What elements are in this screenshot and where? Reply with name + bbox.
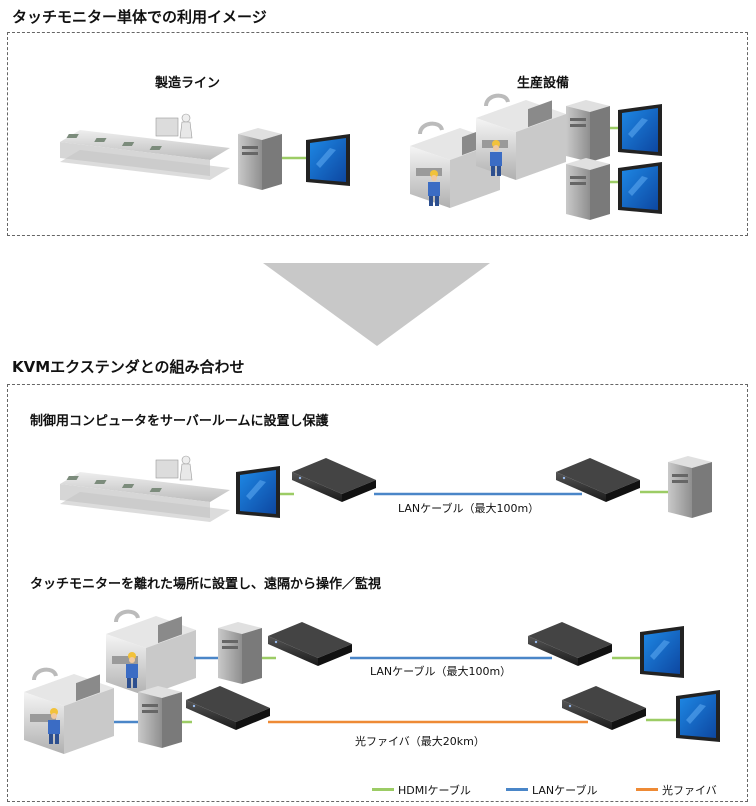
industrial-machine-icon bbox=[474, 93, 568, 182]
kvm-extender-icon bbox=[556, 458, 640, 502]
touch-monitor-icon bbox=[306, 134, 350, 186]
industrial-machine-icon bbox=[104, 609, 198, 698]
kvm-extender-icon bbox=[186, 686, 270, 730]
legend-hdmi-swatch bbox=[372, 788, 394, 791]
conveyor-line-icon bbox=[59, 113, 231, 181]
label-remote-monitoring: タッチモニターを離れた場所に設置し、遠隔から操作／監視 bbox=[30, 577, 382, 592]
touch-monitor-icon bbox=[676, 690, 720, 742]
kvm-extender-icon bbox=[268, 622, 352, 666]
pc-tower-icon bbox=[218, 622, 262, 684]
touch-monitor-icon bbox=[618, 162, 662, 214]
section-title-standalone: タッチモニター単体での利用イメージ bbox=[12, 8, 267, 26]
label-production-line: 製造ライン bbox=[155, 76, 221, 91]
legend-fiber-swatch bbox=[636, 788, 658, 791]
pc-tower-icon bbox=[138, 686, 182, 748]
kvm-extender-icon bbox=[528, 622, 612, 666]
kvm-frame bbox=[7, 384, 748, 802]
cable-label-lan-row1: LANケーブル（最大100m） bbox=[398, 502, 540, 515]
kvm-extender-icon bbox=[292, 458, 376, 502]
legend-hdmi-label: HDMIケーブル bbox=[398, 784, 471, 797]
conveyor-line-icon bbox=[59, 455, 231, 523]
label-production-equipment: 生産設備 bbox=[517, 76, 570, 91]
down-arrow-icon bbox=[263, 263, 490, 346]
pc-tower-icon bbox=[566, 158, 610, 220]
kvm-extender-icon bbox=[562, 686, 646, 730]
section-title-kvm: KVMエクステンダとの組み合わせ bbox=[12, 358, 245, 376]
cable-label-fiber-row2: 光ファイバ（最大20km） bbox=[355, 735, 485, 748]
pc-tower-icon bbox=[238, 128, 282, 190]
pc-tower-icon bbox=[566, 100, 610, 162]
standalone-frame bbox=[7, 32, 748, 236]
legend-lan-label: LANケーブル bbox=[532, 784, 598, 797]
label-server-room: 制御用コンピュータをサーバールームに設置し保護 bbox=[30, 414, 329, 429]
industrial-machine-icon bbox=[22, 667, 116, 756]
legend-lan-swatch bbox=[506, 788, 528, 791]
cable-label-lan-row2: LANケーブル（最大100m） bbox=[370, 665, 512, 678]
legend-fiber-label: 光ファイバ bbox=[662, 784, 717, 797]
pc-tower-icon bbox=[668, 456, 712, 518]
touch-monitor-icon bbox=[618, 104, 662, 156]
touch-monitor-icon bbox=[640, 626, 684, 678]
touch-monitor-icon bbox=[236, 466, 280, 518]
